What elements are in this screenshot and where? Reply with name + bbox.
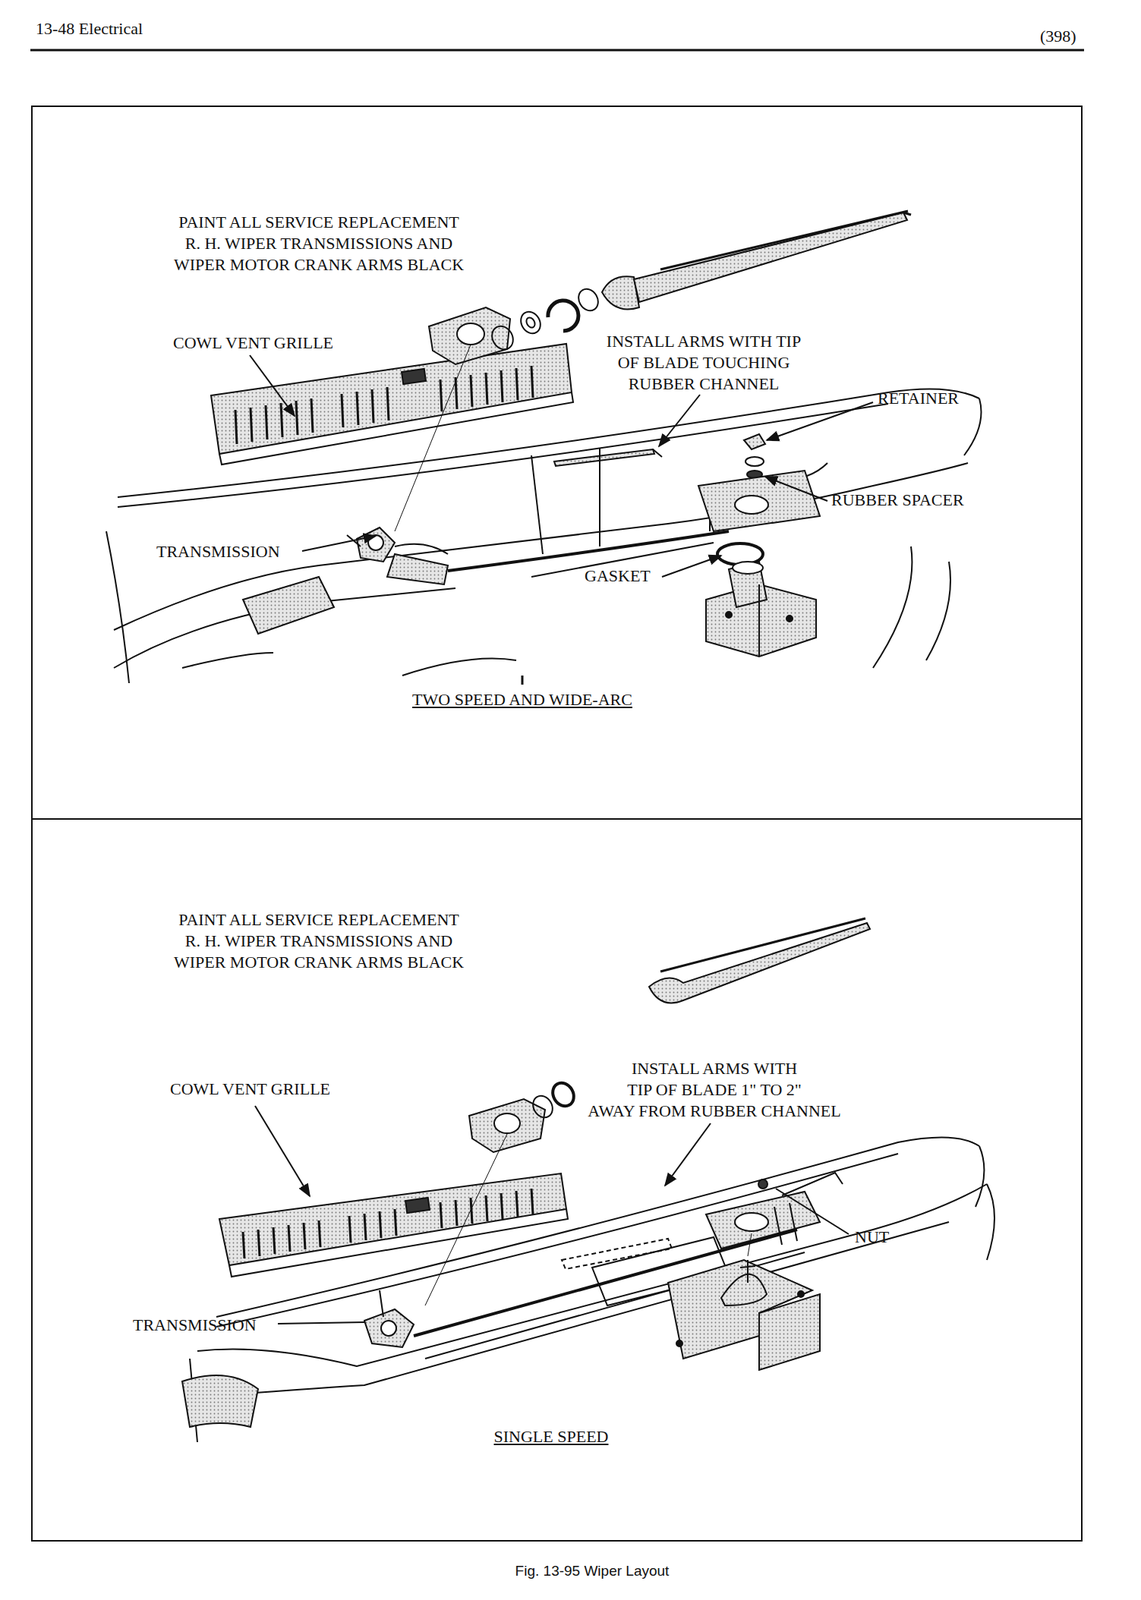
part-label: TRANSMISSION	[132, 1314, 257, 1337]
paint-note: PAINT ALL SERVICE REPLACEMENT R. H. WIPE…	[173, 909, 464, 974]
part-label: COWL VENT GRILLE	[173, 332, 334, 354]
part-label: GASKET	[584, 565, 651, 587]
install-note: INSTALL ARMS WITH TIP OF BLADE 1" TO 2" …	[587, 1058, 841, 1123]
figure-caption: Fig. 13-95 Wiper Layout	[515, 1560, 670, 1583]
view-title: SINGLE SPEED	[494, 1426, 609, 1448]
view-title: TWO SPEED AND WIDE-ARC	[412, 689, 633, 711]
page-number: (398)	[1040, 25, 1077, 48]
part-label: NUT	[854, 1226, 889, 1249]
paint-note: PAINT ALL SERVICE REPLACEMENT R. H. WIPE…	[173, 211, 464, 276]
part-label: RETAINER	[877, 387, 959, 410]
two-speed-illustration	[106, 211, 982, 685]
part-label: COWL VENT GRILLE	[170, 1078, 331, 1101]
part-label: RUBBER SPACER	[831, 489, 965, 511]
part-label: TRANSMISSION	[156, 541, 281, 563]
single-speed-illustration	[182, 918, 995, 1443]
install-note: INSTALL ARMS WITH TIP OF BLADE TOUCHING …	[606, 330, 801, 395]
page-header: 13-48 Electrical	[35, 18, 143, 40]
